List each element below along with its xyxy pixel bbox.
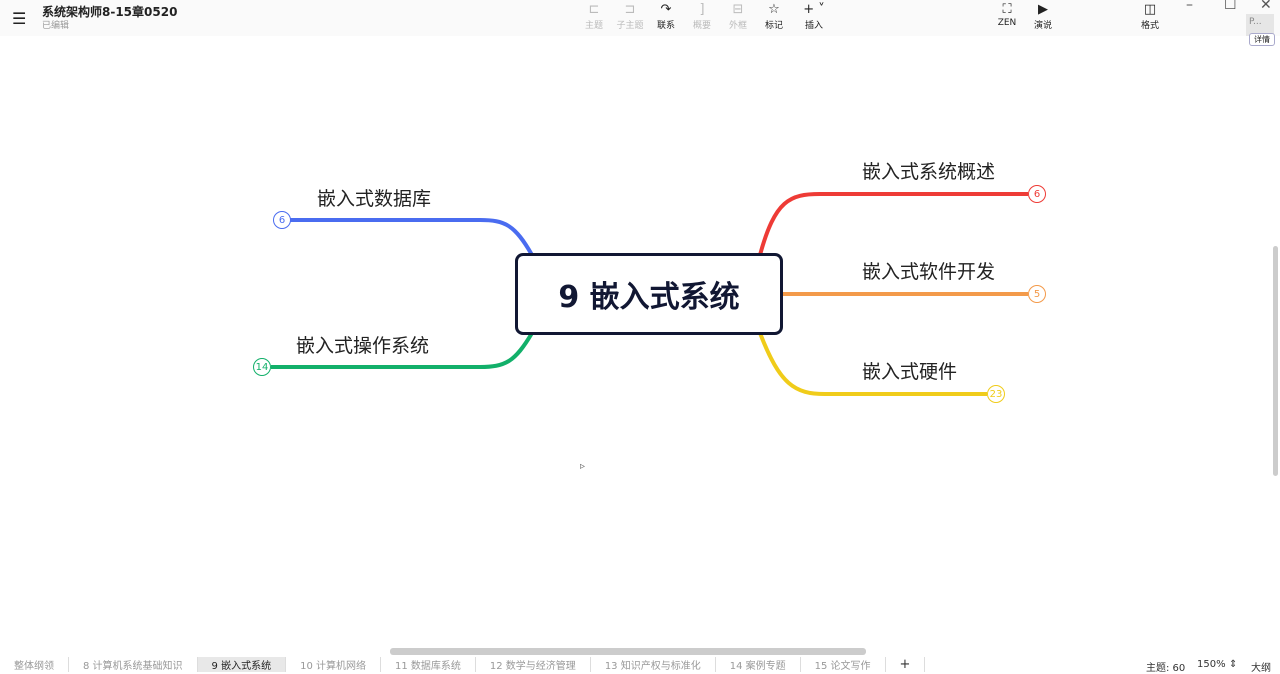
zoom-level[interactable]: 150% xyxy=(1197,659,1226,670)
marker-label: 标记 xyxy=(764,21,783,31)
horizontal-scrollbar[interactable] xyxy=(390,648,866,655)
connector-os xyxy=(271,331,534,369)
relationship-icon: ↷ xyxy=(660,2,672,17)
sheet-tabs: 整体纲领 8 计算机系统基础知识 9 嵌入式系统 10 计算机网络 11 数据库… xyxy=(0,657,1280,672)
boundary-icon: ⊟ xyxy=(732,2,744,17)
topic-embedded-overview[interactable]: 嵌入式系统概述 xyxy=(862,161,996,183)
collapse-count-badge[interactable]: 14 xyxy=(253,358,271,376)
collapse-count-badge[interactable]: 23 xyxy=(987,385,1005,403)
insert-button[interactable]: + ˅ 插入 xyxy=(794,2,834,31)
collapse-count-badge[interactable]: 6 xyxy=(273,211,291,229)
zoom-stepper-icon[interactable]: ⇕ xyxy=(1229,659,1238,670)
plus-icon: + ˅ xyxy=(803,2,825,17)
connector-overview xyxy=(758,192,1028,256)
summary-label: 概要 xyxy=(692,21,711,31)
format-button[interactable]: ◫ 格式 xyxy=(1130,2,1170,31)
sheet-tab[interactable]: 14 案例专题 xyxy=(716,657,801,672)
connector-hardware xyxy=(758,332,987,396)
vertical-scrollbar[interactable] xyxy=(1273,246,1278,476)
subtopic-label: 子主题 xyxy=(616,21,644,31)
summary-icon: ] xyxy=(699,2,705,17)
add-sheet-icon[interactable]: + xyxy=(886,657,926,672)
topic-embedded-software[interactable]: 嵌入式软件开发 xyxy=(862,261,996,283)
topic-button[interactable]: ⊏ 主题 xyxy=(574,2,614,31)
maximize-icon[interactable]: ☐ xyxy=(1224,0,1237,13)
avatar[interactable]: P... xyxy=(1246,14,1274,36)
subtopic-button[interactable]: ⊐ 子主题 xyxy=(610,2,650,31)
sheet-tab[interactable]: 15 论文写作 xyxy=(801,657,886,672)
collapse-count-badge[interactable]: 6 xyxy=(1028,185,1046,203)
summary-button[interactable]: ] 概要 xyxy=(682,2,722,31)
insert-label: 插入 xyxy=(804,21,823,31)
present-label: 演说 xyxy=(1033,21,1052,31)
save-status: 已编辑 xyxy=(42,21,70,31)
format-label: 格式 xyxy=(1140,21,1159,31)
panel-icon: ◫ xyxy=(1143,2,1157,17)
menu-icon[interactable]: ☰ xyxy=(12,9,27,28)
subtopic-icon: ⊐ xyxy=(624,2,636,17)
detail-button[interactable]: 详情 xyxy=(1249,33,1275,46)
document-title[interactable]: 系统架构师8-15章0520 xyxy=(42,5,178,19)
close-icon[interactable]: ✕ xyxy=(1260,0,1272,13)
sheet-tab[interactable]: 13 知识产权与标准化 xyxy=(591,657,716,672)
relationship-button[interactable]: ↷ 联系 xyxy=(646,2,686,31)
topic-label: 主题 xyxy=(584,21,603,31)
top-bar: ☰ 系统架构师8-15章0520 已编辑 ⊏ 主题 ⊐ 子主题 ↷ 联系 ] 概要 ⊟ 外… xyxy=(0,0,1280,36)
zen-label: ZEN xyxy=(997,18,1017,28)
relationship-label: 联系 xyxy=(656,21,675,31)
sheet-tab-active[interactable]: 9 嵌入式系统 xyxy=(197,657,287,672)
boundary-button[interactable]: ⊟ 外框 xyxy=(718,2,758,31)
marker-button[interactable]: ☆ 标记 xyxy=(754,2,794,31)
sheet-tab[interactable]: 整体纲领 xyxy=(0,657,69,672)
topic-count: 主题: 60 xyxy=(1146,663,1186,674)
zen-button[interactable]: ⛶ZEN xyxy=(987,2,1027,28)
connector-database xyxy=(290,218,534,256)
collapse-count-badge[interactable]: 5 xyxy=(1028,285,1046,303)
sheet-tab[interactable]: 12 数学与经济管理 xyxy=(476,657,591,672)
central-topic[interactable]: 9 嵌入式系统 xyxy=(515,253,783,335)
present-button[interactable]: ▶ 演说 xyxy=(1023,2,1063,31)
sheet-tab[interactable]: 10 计算机网络 xyxy=(286,657,381,672)
sheet-tab[interactable]: 8 计算机系统基础知识 xyxy=(69,657,198,672)
topic-embedded-hardware[interactable]: 嵌入式硬件 xyxy=(862,361,958,383)
outline-button[interactable]: 大纲 xyxy=(1251,663,1271,674)
minimize-icon[interactable]: – xyxy=(1186,0,1193,13)
boundary-label: 外框 xyxy=(728,21,747,31)
fullscreen-icon: ⛶ xyxy=(1002,2,1012,17)
mouse-cursor-icon: ▹ xyxy=(580,461,586,472)
star-icon: ☆ xyxy=(768,2,780,17)
topic-icon: ⊏ xyxy=(588,2,600,17)
sheet-tab[interactable]: 11 数据库系统 xyxy=(381,657,476,672)
topic-embedded-database[interactable]: 嵌入式数据库 xyxy=(317,188,432,210)
play-icon: ▶ xyxy=(1038,2,1048,17)
topic-embedded-os[interactable]: 嵌入式操作系统 xyxy=(296,335,430,357)
